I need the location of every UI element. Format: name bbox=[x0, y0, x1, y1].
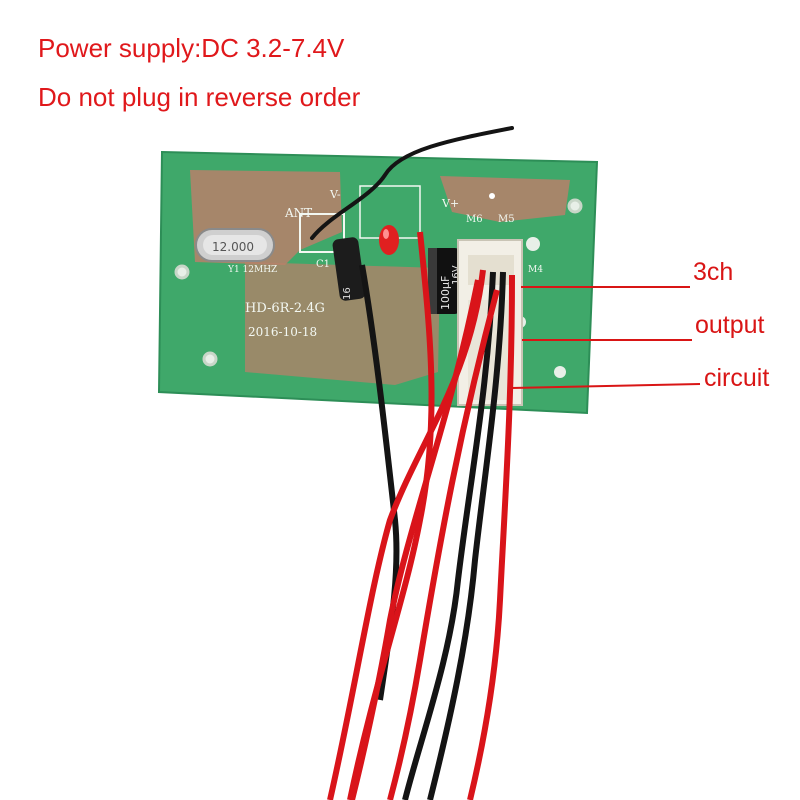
svg-text:12.000: 12.000 bbox=[212, 240, 254, 254]
antenna-wire bbox=[310, 126, 514, 240]
crystal-sub-label: Y1 12MHZ bbox=[227, 265, 277, 275]
board-date-label: 2016-10-18 bbox=[248, 325, 317, 339]
output-wire-5 bbox=[349, 279, 481, 800]
header-line-1: Power supply:DC 3.2-7.4V bbox=[38, 33, 345, 63]
header-line-2: Do not plug in reverse order bbox=[38, 82, 361, 112]
svg-text:16: 16 bbox=[342, 287, 353, 300]
vplus-label: V+ bbox=[441, 197, 459, 210]
m5-label: M5 bbox=[498, 214, 515, 225]
c1-label: C1 bbox=[316, 259, 330, 270]
m6-label: M6 bbox=[466, 214, 483, 225]
electrolytic-capacitor: 100μF 16V bbox=[428, 248, 462, 314]
ant-label: ANT bbox=[284, 206, 312, 220]
callout-label-3ch: 3ch bbox=[693, 258, 734, 286]
callout-label-output: output bbox=[695, 311, 765, 339]
output-wire-2 bbox=[402, 271, 496, 800]
red-led bbox=[379, 225, 399, 255]
svg-text:16V: 16V bbox=[451, 265, 462, 285]
pcb-board: ANT V- V+ M6 M5 M4 C1 HD-6R-2.4G 2016-10… bbox=[157, 150, 599, 415]
small-capacitor: 16 bbox=[332, 237, 366, 301]
m4-label: M4 bbox=[528, 265, 543, 275]
svg-text:100μF: 100μF bbox=[439, 276, 452, 310]
output-wire-4 bbox=[467, 274, 515, 800]
crystal-oscillator: 12.000 bbox=[195, 228, 275, 262]
board-model-label: HD-6R-2.4G bbox=[245, 301, 325, 316]
output-wire-3 bbox=[427, 271, 506, 800]
callout-line-3 bbox=[511, 383, 701, 389]
output-wire-6 bbox=[387, 289, 500, 800]
vminus-label: V- bbox=[329, 188, 341, 201]
callout-label-circuit: circuit bbox=[704, 364, 770, 392]
